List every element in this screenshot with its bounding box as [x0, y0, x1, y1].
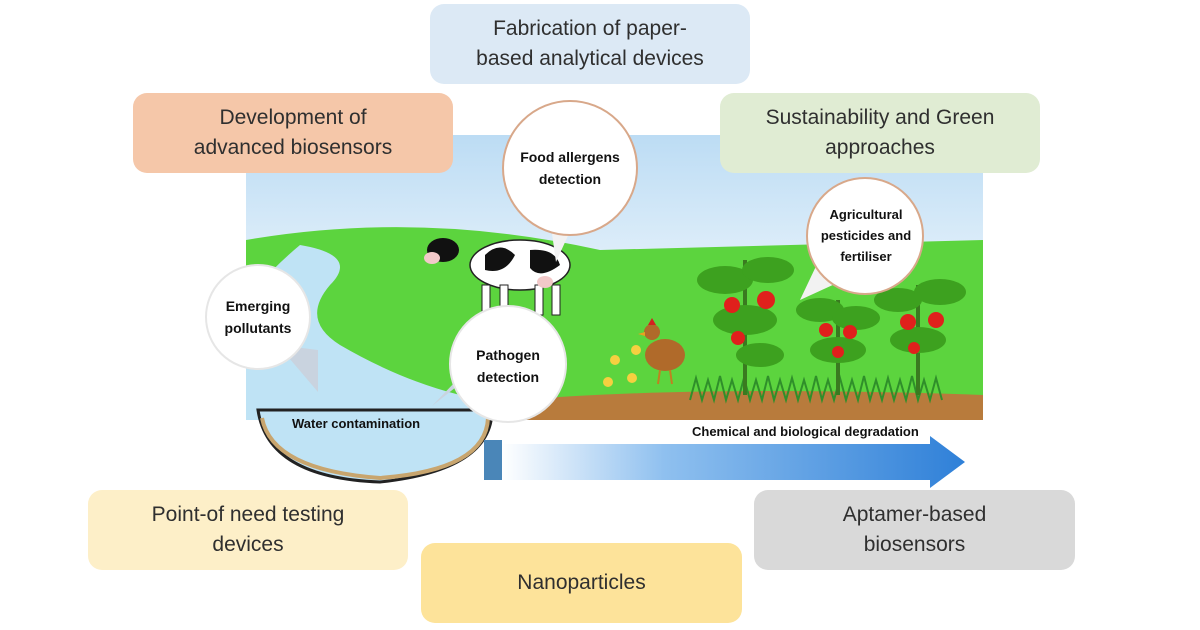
food-allergens-label: Food allergens detection [520, 149, 620, 187]
theme-nanoparticles: Nanoparticles [421, 543, 742, 623]
degradation-arrow [502, 436, 965, 488]
agricultural-bubble [800, 177, 924, 300]
cow [424, 238, 571, 316]
theme-point-of-need: Point-of need testing devices [88, 490, 408, 570]
grass-field [246, 227, 983, 420]
tomato-plant [697, 257, 794, 395]
chicks [603, 345, 641, 387]
soil-strip [520, 391, 983, 420]
tomato-plant [874, 279, 966, 395]
theme-fabrication: Fabrication of paper- based analytical d… [430, 4, 750, 84]
tomato-plant [796, 298, 880, 395]
pathogen-label: Pathogen detection [476, 347, 540, 385]
grass-tufts [689, 374, 943, 404]
agricultural-label: Agricultural pesticides and fertiliser [820, 206, 912, 264]
emerging-pollutants-label: Emerging pollutants [224, 298, 292, 336]
pathogen-bubble [432, 305, 567, 423]
theme-biosensors: Development of advanced biosensors [133, 93, 453, 173]
chicken [638, 318, 685, 385]
theme-aptamer: Aptamer-based biosensors [754, 490, 1075, 570]
water-contamination-label: Water contamination [292, 416, 421, 431]
pond-sediment [260, 417, 490, 481]
food-allergens-bubble [502, 100, 638, 262]
emerging-pollutants-bubble [205, 264, 318, 392]
theme-sustainability: Sustainability and Green approaches [720, 93, 1040, 173]
pipe [484, 440, 502, 480]
degradation-label: Chemical and biological degradation [692, 424, 919, 439]
